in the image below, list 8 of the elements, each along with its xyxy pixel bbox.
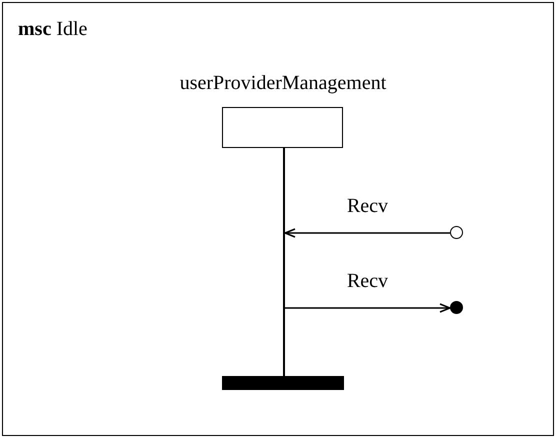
diagram-title: msc Idle bbox=[18, 18, 88, 41]
filled-circle bbox=[450, 301, 463, 314]
message-arrow bbox=[285, 303, 451, 313]
instance-end-bar bbox=[222, 376, 344, 390]
message-arrow bbox=[284, 228, 450, 238]
instance-name: userProviderManagement bbox=[178, 72, 388, 95]
open-circle bbox=[450, 226, 463, 239]
lifeline bbox=[283, 148, 285, 376]
